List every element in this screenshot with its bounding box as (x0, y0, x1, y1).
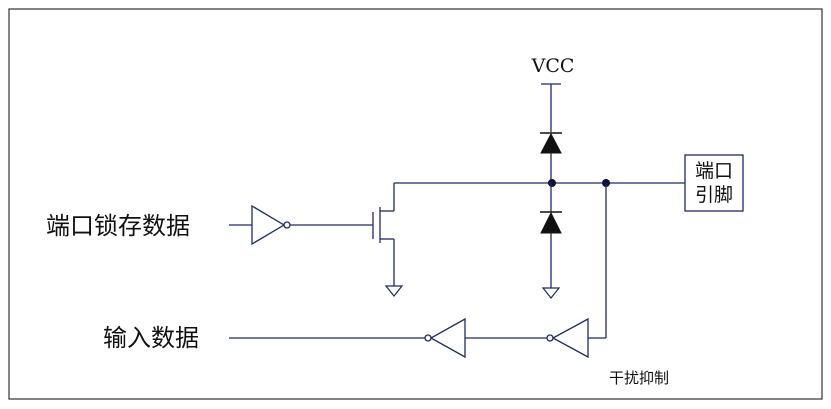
upper-clamp-diode (540, 132, 562, 183)
input-inverter-triangle (429, 317, 466, 359)
input-data-label: 输入数据 (103, 324, 199, 352)
latch-inverter (229, 204, 291, 246)
vcc-label: VCC (531, 55, 575, 77)
nmos-ground-symbol (384, 285, 404, 297)
latch-inverter-bubble (283, 221, 291, 229)
input-tap (588, 183, 607, 339)
noise-suppression-label: 干扰抑制 (609, 369, 669, 387)
noise-inverter-triangle (551, 317, 589, 359)
noise-suppression-inverter (465, 317, 589, 359)
input-inverter (229, 317, 466, 359)
input-inverter-bubble (424, 334, 432, 342)
port-pin-rect (684, 154, 744, 212)
port-latch-data-label: 端口锁存数据 (46, 212, 190, 240)
node-junction-diodes (548, 179, 556, 187)
vcc-supply (541, 83, 561, 132)
latch-inverter-triangle (251, 204, 286, 246)
lower-diode-ground-symbol (541, 287, 561, 299)
port-pin-box: 端口 引脚 (684, 154, 744, 212)
port-pin-label-line2: 引脚 (695, 184, 733, 206)
nmos-transistor (290, 183, 404, 297)
noise-inverter-bubble (546, 334, 554, 342)
port-pin-label-line1: 端口 (695, 160, 733, 182)
lower-clamp-diode (540, 183, 562, 299)
